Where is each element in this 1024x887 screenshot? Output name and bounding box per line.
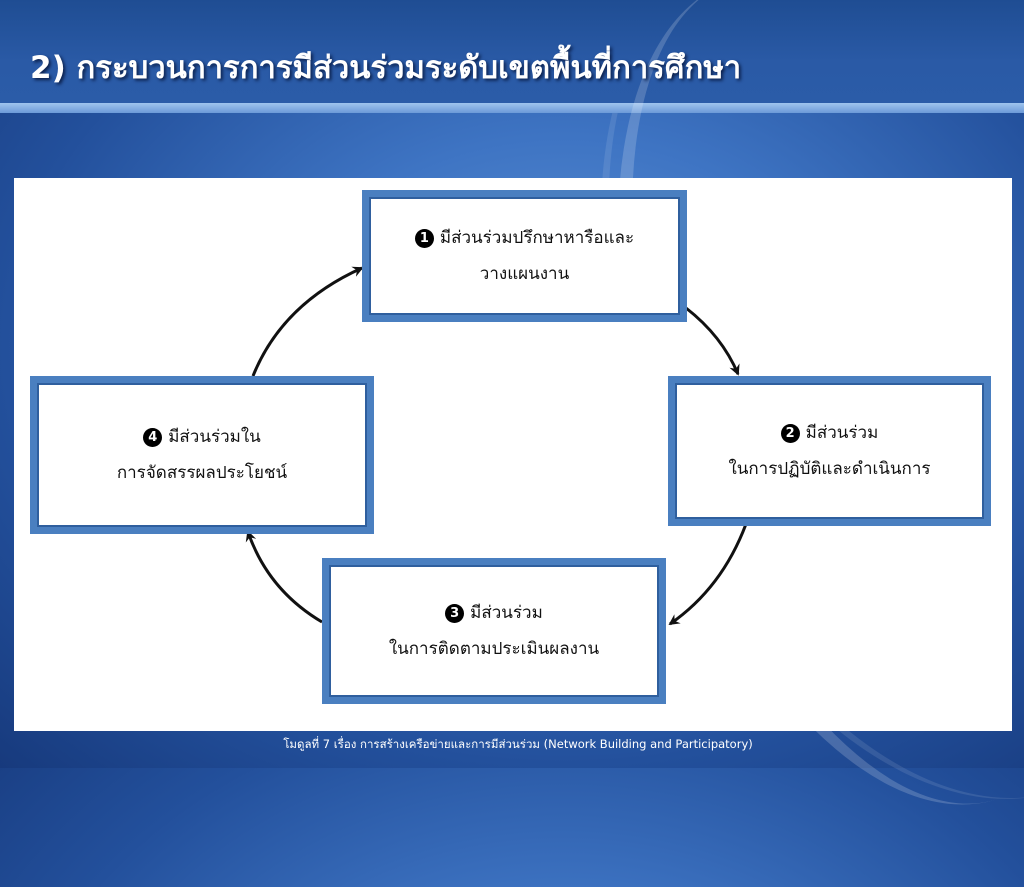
step-3-line1: มีส่วนร่วม: [470, 603, 543, 623]
step-1-line2: วางแผนงาน: [479, 264, 570, 284]
step-4-box: 4 มีส่วนร่วมใน การจัดสรรผลประโยชน์: [30, 376, 374, 534]
step-3-number-icon: 3: [445, 604, 465, 623]
step-2-number-icon: 2: [780, 424, 800, 443]
step-2-box: 2 มีส่วนร่วม ในการปฏิบัติและดำเนินการ: [668, 376, 991, 526]
arrow-step2-to-step3: [668, 523, 748, 626]
arrow-step3-to-step4: [245, 530, 323, 624]
arrow-step4-to-step1: [251, 266, 364, 377]
header-band: [0, 0, 1024, 104]
step-3-box: 3 มีส่วนร่วม ในการติดตามประเมินผลงาน: [322, 558, 666, 704]
step-4-line2: การจัดสรรผลประโยชน์: [116, 463, 288, 483]
step-4-line1: มีส่วนร่วมใน: [168, 427, 261, 447]
step-2-line2: ในการปฏิบัติและดำเนินการ: [728, 459, 931, 479]
step-1-number-icon: 1: [414, 229, 434, 248]
step-2-line1: มีส่วนร่วม: [805, 423, 879, 443]
header-divider: [0, 103, 1024, 113]
step-4-number-icon: 4: [143, 428, 163, 447]
slide-footer: โมดูลที่ 7 เรื่อง การสร้างเครือข่ายและกา…: [283, 737, 753, 751]
step-3-line2: ในการติดตามประเมินผลงาน: [388, 639, 600, 659]
slide-title: 2) กระบวนการการมีส่วนร่วมระดับเขตพื้นที่…: [30, 50, 742, 86]
step-1-box: 1 มีส่วนร่วมปรึกษาหารือและ วางแผนงาน: [362, 190, 687, 322]
arrow-step1-to-step2: [685, 306, 740, 376]
cycle-arrows: [245, 266, 748, 626]
step-1-line1: มีส่วนร่วมปรึกษาหารือและ: [439, 228, 635, 248]
